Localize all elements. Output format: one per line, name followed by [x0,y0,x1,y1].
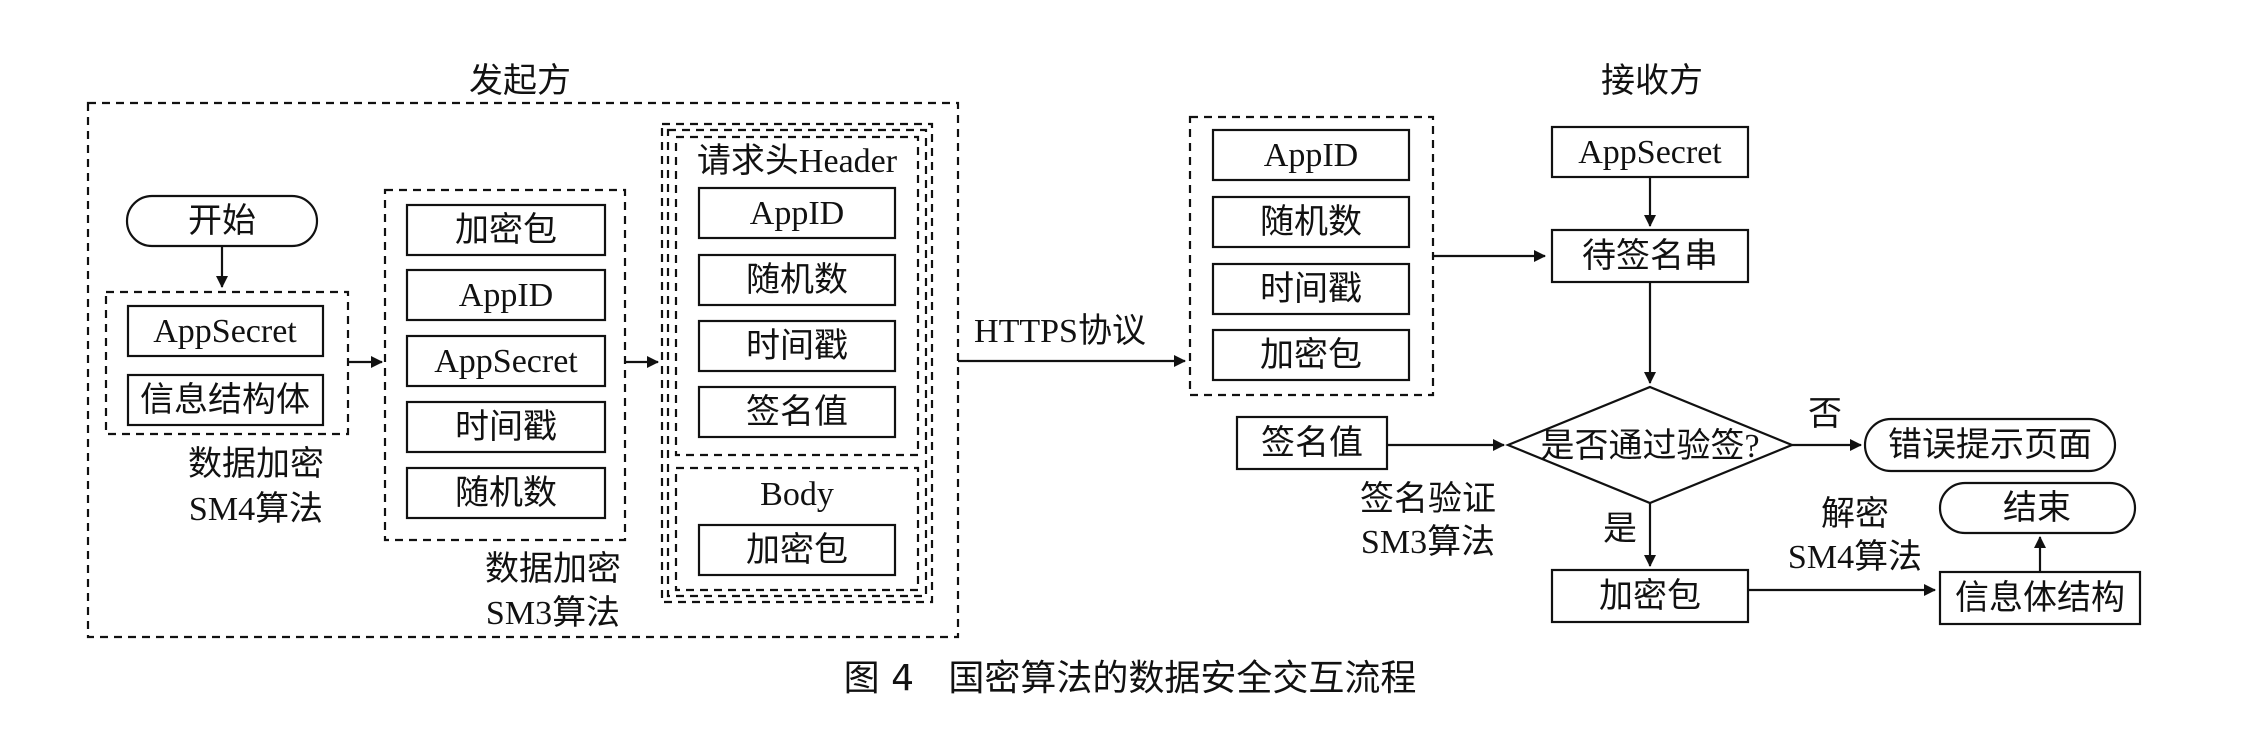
receiver-appsecret-box [1550,125,1750,179]
step2-algo-line2: SM3算法 [486,594,620,632]
header-item-box-2 [697,253,897,307]
received-item-label-3: 时间戳 [1260,271,1362,308]
body-item-label: 加密包 [746,531,848,569]
encrypted-package-label: 加密包 [1599,577,1701,615]
package-item-box-5 [405,466,607,520]
decrypt-algo-line2: SM4算法 [1788,538,1922,576]
tosign-label: 待签名串 [1582,237,1718,275]
step1-algo-line2: SM4算法 [189,490,323,528]
request-group-inner [666,128,928,598]
header-item-label-1: AppID [750,195,844,232]
source-appsecret-box [126,304,325,358]
sender-region [86,101,960,639]
receiver-appsecret-label: AppSecret [1578,134,1722,171]
step2-algo-line1: 数据加密 [485,550,621,588]
header-item-label-4: 签名值 [746,393,848,431]
package-item-label-1: 加密包 [455,211,557,249]
end-terminal [1938,481,2137,535]
package-item-label-5: 随机数 [455,474,557,512]
verify-algo-line1: 签名验证 [1360,480,1496,518]
header-item-box-3 [697,319,897,373]
encrypted-package-box [1550,568,1750,624]
step1-algo-line1: 数据加密 [188,445,324,483]
request-group-outer [660,122,934,604]
package-item-label-3: AppSecret [434,343,578,380]
error-terminal [1863,417,2117,473]
yes-label: 是 [1603,511,1637,548]
received-item-box-4 [1211,328,1411,382]
header-item-label-2: 随机数 [746,261,848,299]
source-info-struct-box [126,373,325,427]
header-title: 请求头Header [697,143,898,180]
package-item-box-1 [405,203,607,257]
header-item-box-4 [697,385,897,439]
source-info-struct-label: 信息结构体 [140,381,310,419]
received-item-box-3 [1211,262,1411,316]
info-struct-label: 信息体结构 [1955,579,2125,617]
received-item-box-1 [1211,128,1411,182]
package-group [383,188,627,542]
package-item-label-2: AppID [459,277,553,314]
verify-decision-label: 是否通过验签? [1540,427,1759,465]
package-item-label-4: 时间戳 [455,409,557,446]
received-item-label-1: AppID [1264,137,1358,174]
header-item-box-1 [697,186,897,240]
package-item-box-2 [405,268,607,322]
received-item-box-2 [1211,195,1411,249]
header-item-label-3: 时间戳 [746,328,848,365]
end-label: 结束 [2003,489,2071,527]
sender-title: 发起方 [469,62,571,100]
body-item-box [697,523,897,577]
body-title: Body [760,476,834,513]
verify-algo-line2: SM3算法 [1361,523,1495,561]
received-item-label-2: 随机数 [1260,203,1362,241]
tosign-box [1550,228,1750,284]
received-item-label-4: 加密包 [1260,336,1362,374]
receiver-title: 接收方 [1601,62,1703,100]
signature-box [1235,415,1389,471]
decrypt-algo-line1: 解密 [1821,495,1889,533]
figure-caption: 图 4 国密算法的数据安全交互流程 [844,658,1417,699]
error-label: 错误提示页面 [1888,426,2092,464]
source-appsecret-label: AppSecret [153,313,297,350]
transport-label: HTTPS协议 [974,312,1146,350]
start-label: 开始 [188,202,256,240]
signature-label: 签名值 [1261,424,1363,462]
package-item-box-3 [405,334,607,388]
no-label: 否 [1808,396,1842,433]
package-item-box-4 [405,400,607,454]
